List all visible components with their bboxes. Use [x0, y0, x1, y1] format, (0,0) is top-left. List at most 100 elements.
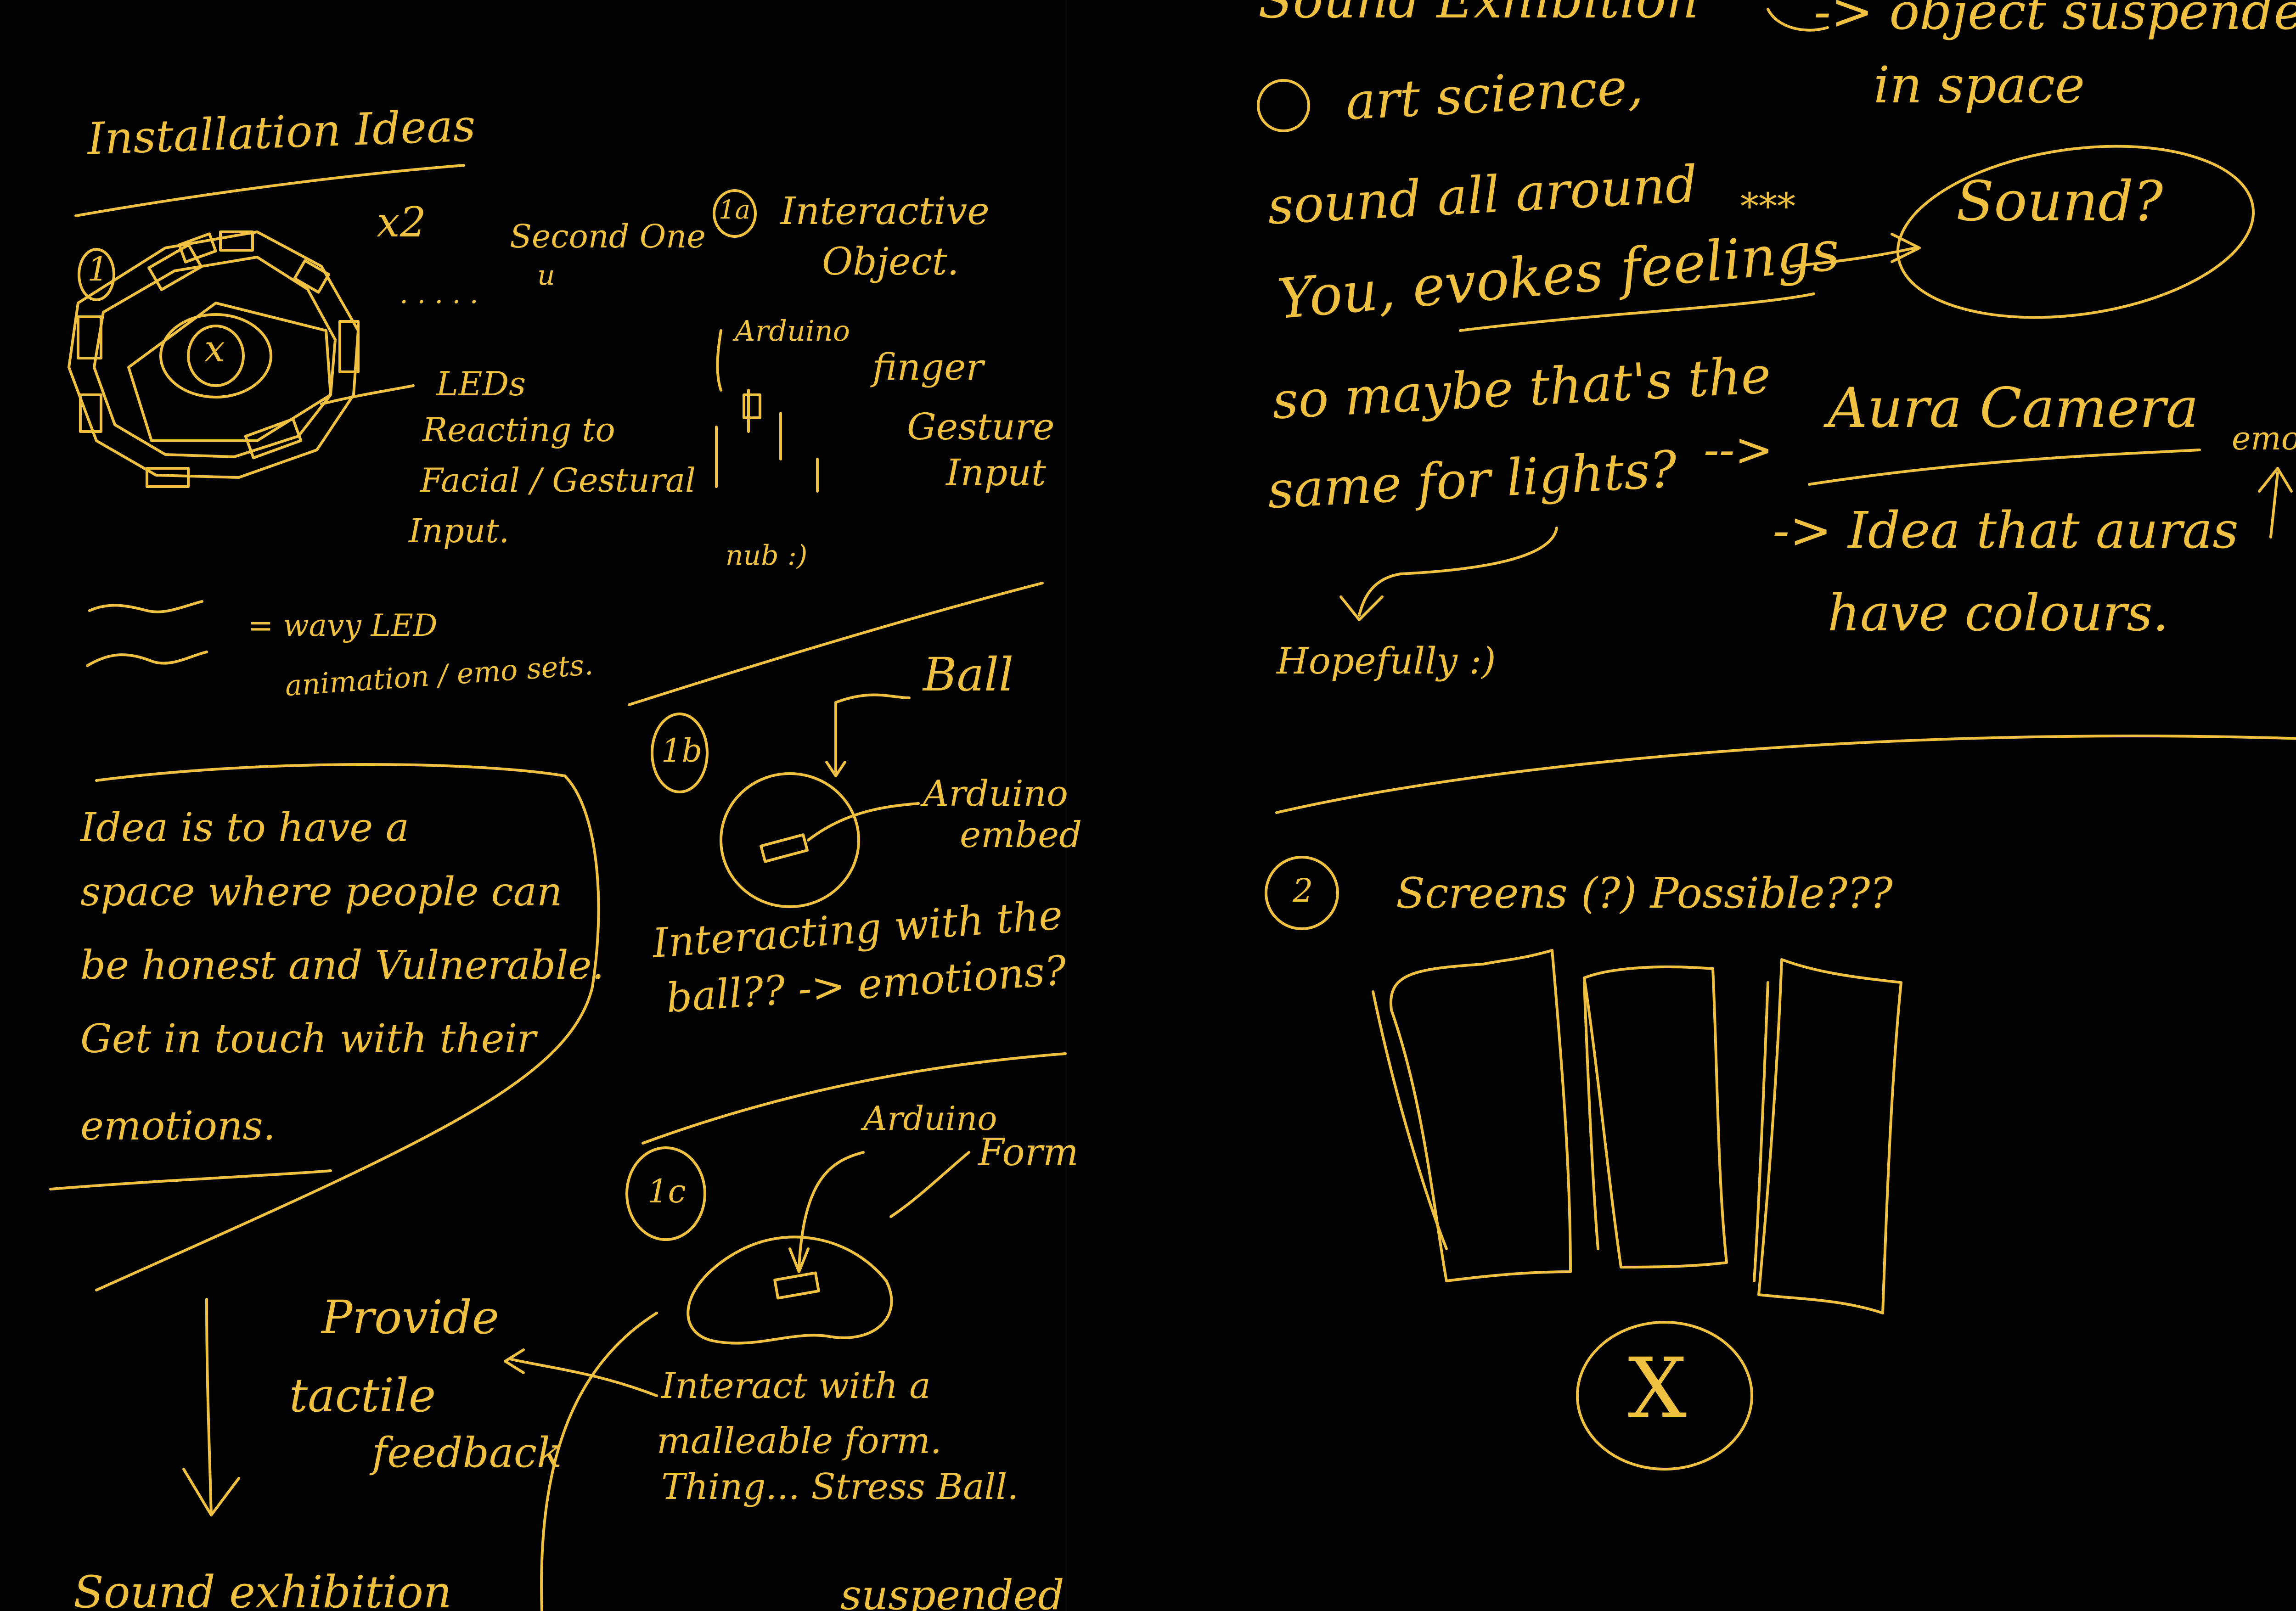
hopefully-curve	[1339, 527, 1558, 621]
screen-panel-left	[1753, 981, 1769, 1282]
ball-label: Ball	[923, 648, 1014, 702]
malleable-form	[687, 1235, 893, 1345]
idea1c-text-line-3: Thing... Stress Ball.	[661, 1466, 1019, 1508]
provide-line-2: tactile	[289, 1369, 436, 1422]
ball-leader	[825, 693, 911, 777]
screen-panel	[1757, 958, 1902, 1314]
page-divider	[1065, 0, 1067, 1611]
x-circle	[1576, 1321, 1753, 1471]
section-line-1c	[642, 1052, 1067, 1145]
screen-panel-left	[1583, 981, 1599, 1250]
idea1a-arduino: Arduino	[735, 314, 850, 348]
finger-label-line-3: Input	[946, 451, 1047, 494]
provide-line-1: Provide	[321, 1291, 499, 1344]
ellipsis: . . . . .	[400, 278, 478, 310]
count-note: x2	[377, 198, 427, 247]
ball-arduino-line-2: embed	[960, 814, 1082, 856]
led-panel	[77, 315, 102, 359]
form-leader	[889, 1151, 970, 1218]
arduino-form-leader	[788, 1151, 865, 1273]
ball-arduino	[760, 833, 809, 863]
idea1c-text-line-2: malleable form.	[657, 1420, 942, 1462]
idea1a-note: nub :)	[726, 539, 808, 572]
screen-panel	[1583, 965, 1728, 1269]
led-panel	[146, 467, 190, 488]
emotions-underline	[49, 1169, 332, 1190]
heading-underline	[74, 164, 465, 217]
led-panel	[338, 320, 360, 373]
ball-circle	[720, 772, 860, 908]
form-arduino	[773, 1271, 820, 1300]
idea-text-line-5: emotions.	[80, 1103, 276, 1149]
section-line-2	[1275, 735, 2296, 814]
finger-label-line-2: Gesture	[907, 405, 1055, 448]
leds-leader	[320, 384, 415, 405]
leds-label-line-4: Input.	[409, 511, 510, 550]
sound-exhibition-bottom: Sound exhibition	[73, 1566, 452, 1611]
idea1c-bottom: suspended	[840, 1571, 1064, 1611]
idea2-number-circle	[1265, 856, 1339, 930]
ball-arduino-line-1: Arduino	[923, 773, 1068, 814]
screen-panel	[1389, 949, 1572, 1282]
provide-line-3: feedback	[372, 1429, 562, 1477]
lights-arrow: -->	[1704, 423, 1773, 477]
octagon-outer	[68, 230, 360, 479]
idea1a-title-line-2: Object.	[822, 240, 959, 284]
idea-bracket	[95, 763, 600, 1291]
led-panel	[244, 417, 303, 460]
sound-question: Sound?	[1956, 170, 2163, 234]
leds-label-line-3: Facial / Gestural	[420, 461, 696, 500]
wavy-mark	[86, 651, 208, 667]
idea1-number-circle	[78, 248, 115, 301]
led-panel	[147, 243, 203, 291]
center-mark: x	[204, 327, 225, 370]
art-science: art science,	[1344, 57, 1645, 131]
heading: Installation Ideas	[86, 100, 477, 165]
led-panel	[219, 230, 254, 252]
long-curve	[540, 1312, 658, 1611]
object-note-line-2: in space	[1874, 56, 2085, 114]
up-arrow	[2258, 467, 2293, 539]
idea1b-number-circle	[651, 713, 709, 793]
provide-arrow	[504, 1348, 658, 1397]
second-one: Second One	[510, 218, 706, 255]
section-line-1b	[628, 582, 1044, 706]
led-panel	[178, 232, 217, 264]
idea1-number: 1	[87, 250, 108, 288]
wavy-mark	[88, 600, 203, 613]
finger-label-line-1: finger	[872, 346, 984, 388]
center-circle	[187, 325, 245, 387]
feelings-underline	[1459, 292, 1815, 332]
idea1a-number: 1a	[719, 195, 751, 225]
aura-underline	[1808, 449, 2201, 486]
led-panel	[79, 393, 102, 433]
idea-text-line-1: Idea is to have a	[80, 805, 409, 851]
idea1b-number: 1b	[661, 732, 703, 769]
idea1a-number-circle	[713, 189, 757, 238]
ditto: u	[537, 259, 555, 292]
idea-text-line-4: Get in touch with their	[80, 1016, 536, 1062]
idea1c-number-circle	[625, 1146, 706, 1241]
form-arduino-label: Arduino	[863, 1099, 997, 1138]
screen-panel-left	[1372, 990, 1448, 1250]
top-cut-text: Sound Exhibition	[1258, 0, 1699, 29]
art-science-number-circle	[1257, 79, 1310, 132]
idea1c-number: 1c	[647, 1173, 686, 1210]
idea1a-title-line-1: Interactive	[781, 190, 990, 233]
object-arrow	[1767, 8, 1829, 32]
idea-note-line-1: -> Idea that auras	[1773, 501, 2239, 560]
down-arrow	[182, 1298, 240, 1516]
led-panel	[293, 259, 330, 294]
x-mark: X	[1628, 1341, 1687, 1437]
leds-label-line-1: LEDs	[436, 365, 526, 403]
hopefully: Hopefully :)	[1277, 640, 1496, 682]
arduino-leader	[807, 802, 920, 842]
form-label: Form	[978, 1131, 1079, 1174]
wavy-note-line-1: = wavy LED	[248, 608, 438, 643]
idea-text-line-3: be honest and Vulnerable.	[80, 943, 604, 988]
inner-ellipse	[159, 313, 272, 399]
object-note-line-1: -> object suspended	[1814, 0, 2296, 41]
idea2-number: 2	[1293, 872, 1313, 909]
